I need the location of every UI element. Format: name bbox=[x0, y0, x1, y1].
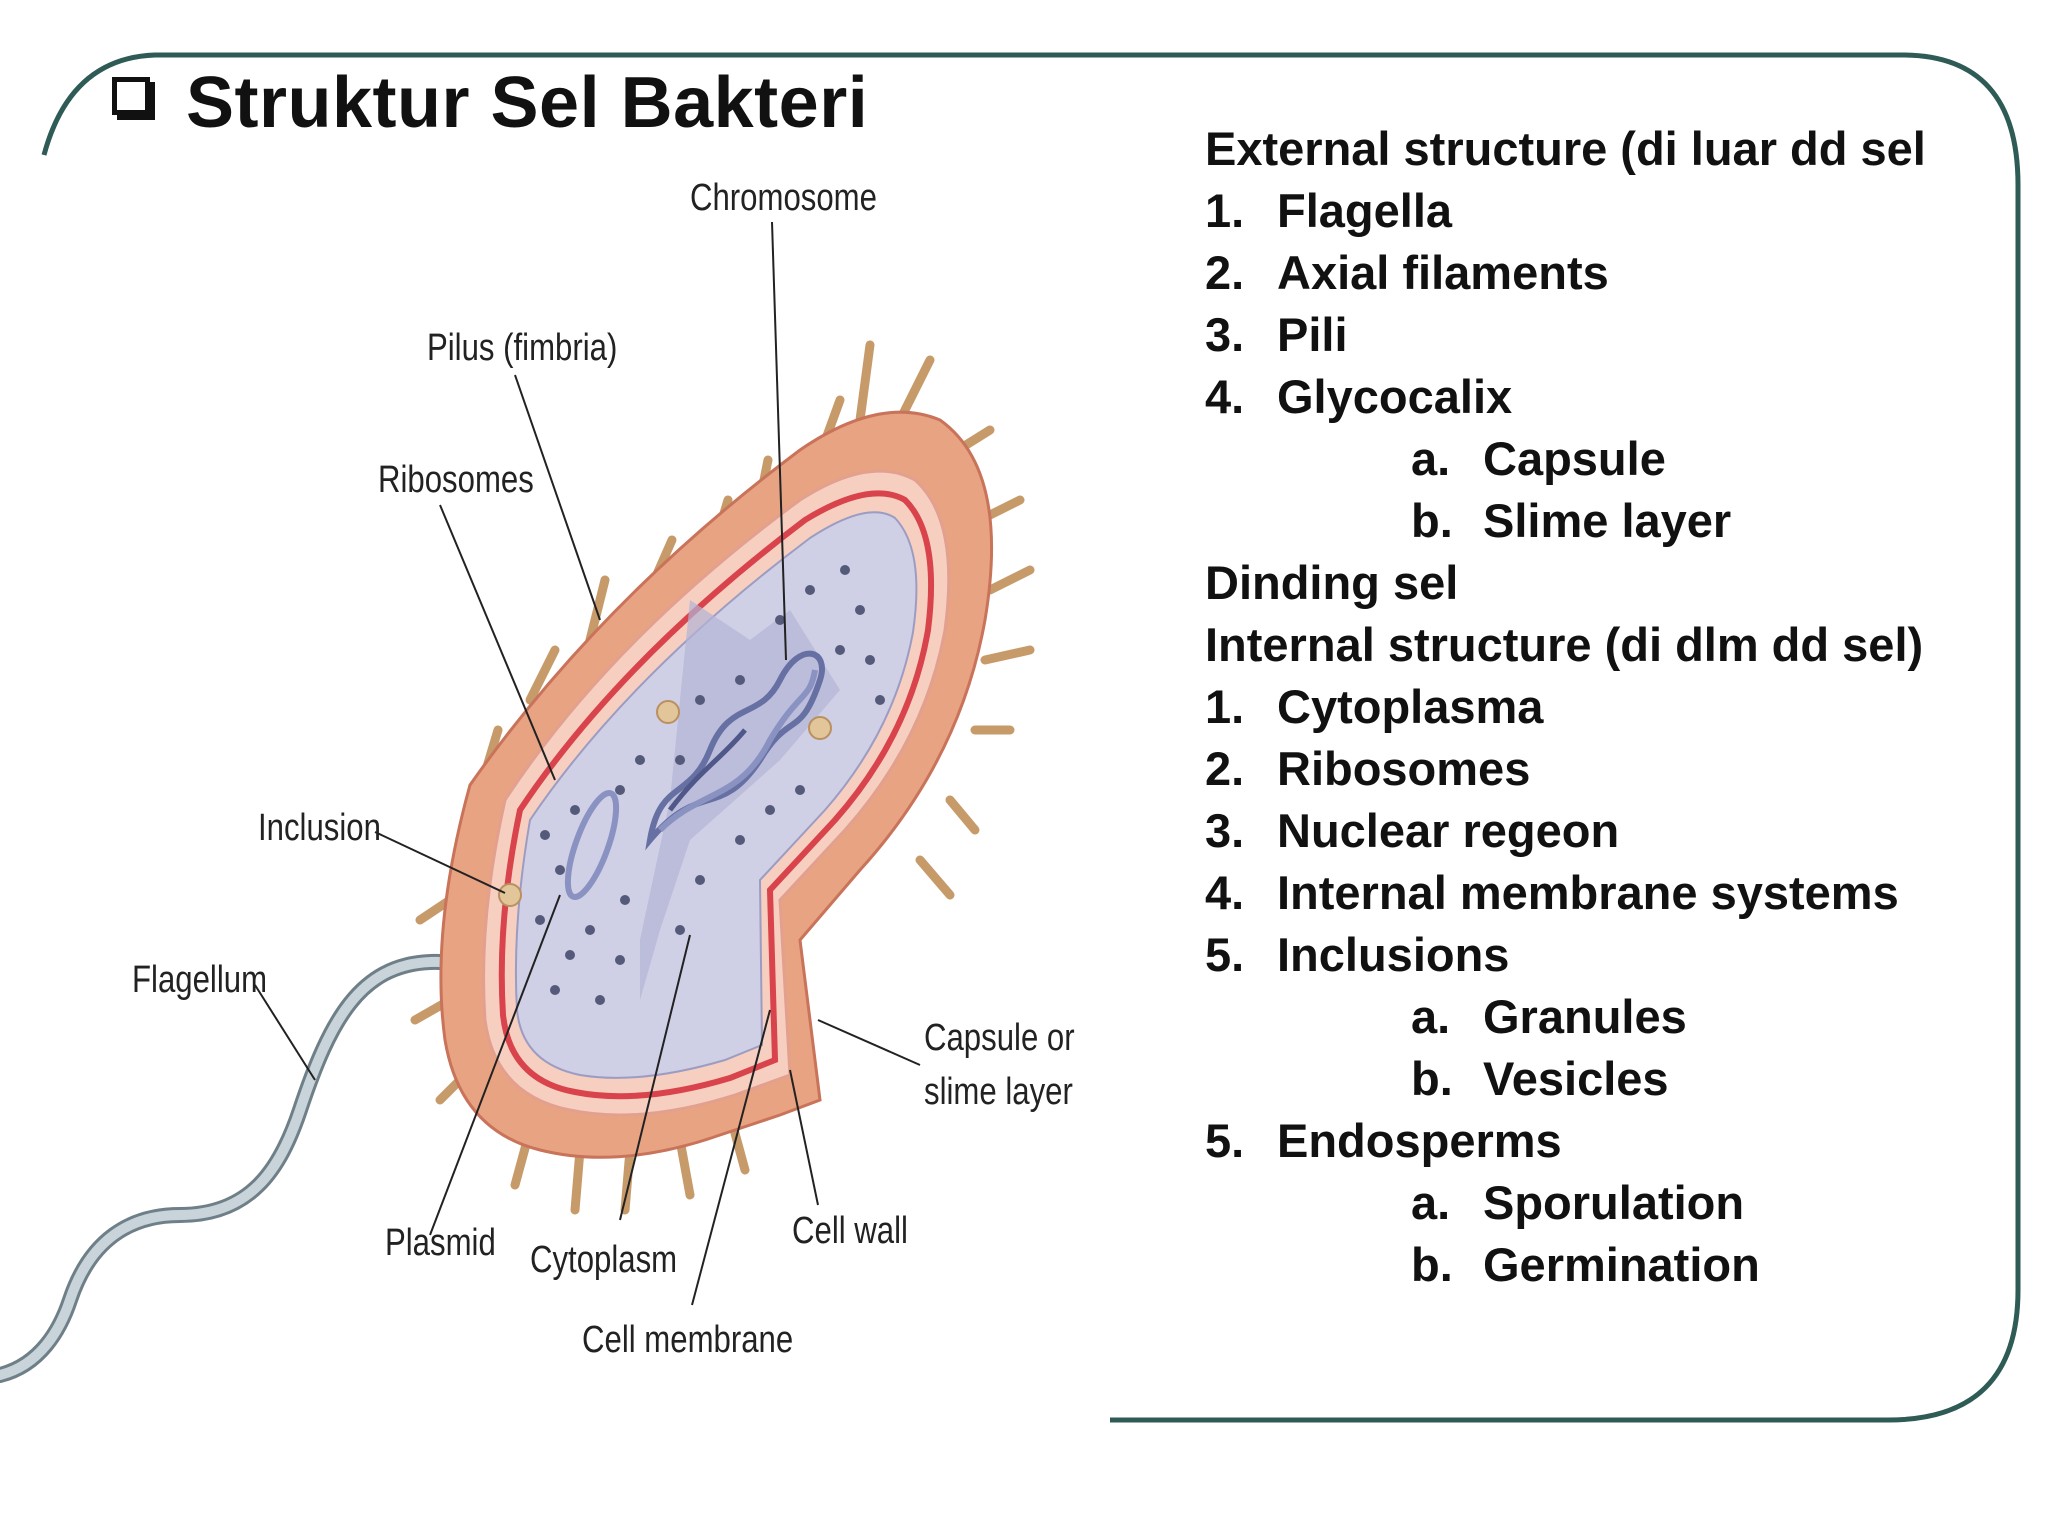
outline-item: Dinding sel bbox=[1205, 552, 2005, 614]
outline-item-text: Germination bbox=[1483, 1238, 1760, 1291]
bacterial-cell-diagram: Chromosome Pilus (fimbria) Ribosomes Inc… bbox=[0, 177, 1075, 1383]
outline-item-number: a. bbox=[1411, 432, 1451, 485]
outline-item-text: Ribosomes bbox=[1277, 742, 1531, 795]
outline-item-text: Granules bbox=[1483, 990, 1687, 1043]
label-flagellum: Flagellum bbox=[132, 959, 267, 1001]
ribosomes bbox=[535, 565, 885, 1005]
outline-item-number: 1. bbox=[1205, 680, 1245, 733]
outline-item-number: b. bbox=[1411, 494, 1453, 547]
cut-face bbox=[640, 600, 840, 1000]
outline-item: 1. Flagella bbox=[1205, 180, 2005, 242]
outline-item-text: Slime layer bbox=[1483, 494, 1732, 547]
outline-subitem: a. Capsule bbox=[1205, 428, 2005, 490]
label-plasmid: Plasmid bbox=[385, 1222, 496, 1264]
outline-item-number: 5. bbox=[1205, 928, 1245, 981]
leader-lines bbox=[254, 221, 921, 1306]
label-cell-wall: Cell wall bbox=[792, 1210, 908, 1252]
outline-item-text: Cytoplasma bbox=[1277, 680, 1544, 733]
outline-item-number: 2. bbox=[1205, 742, 1245, 795]
outline-item-text: Sporulation bbox=[1483, 1176, 1745, 1229]
label-cell-membrane: Cell membrane bbox=[582, 1319, 793, 1361]
outline-item-number: 1. bbox=[1205, 184, 1245, 237]
outline-item-number: 3. bbox=[1205, 804, 1245, 857]
label-cytoplasm: Cytoplasm bbox=[530, 1239, 677, 1281]
outline-item: 5. Inclusions bbox=[1205, 924, 2005, 986]
outline-item-text: Pili bbox=[1277, 308, 1348, 361]
label-pilus: Pilus (fimbria) bbox=[427, 327, 617, 369]
outline-subitem: a. Sporulation bbox=[1205, 1172, 2005, 1234]
inclusion-granule bbox=[656, 700, 680, 724]
label-chromosome: Chromosome bbox=[690, 177, 877, 219]
flagellum bbox=[0, 942, 501, 1383]
outline-item-text: Inclusions bbox=[1277, 928, 1510, 981]
outline-item-text: Dinding sel bbox=[1205, 556, 1459, 609]
outline-subitem: b. Slime layer bbox=[1205, 490, 2005, 552]
outline-item: 5. Endosperms bbox=[1205, 1110, 2005, 1172]
outline-item-text: Flagella bbox=[1277, 184, 1453, 237]
outline-item-text: External structure (di luar dd sel bbox=[1205, 122, 1926, 175]
inclusion-granule bbox=[498, 883, 522, 907]
outline-item: 2. Axial filaments bbox=[1205, 242, 2005, 304]
inclusion-granule bbox=[808, 716, 832, 740]
slide-title: Struktur Sel Bakteri bbox=[112, 62, 868, 144]
outline-item-number: 3. bbox=[1205, 308, 1245, 361]
label-capsule-line1: Capsule or bbox=[924, 1017, 1075, 1059]
outline-item: 1. Cytoplasma bbox=[1205, 676, 2005, 738]
outline-item-number: a. bbox=[1411, 990, 1451, 1043]
label-capsule-line2: slime layer bbox=[924, 1071, 1073, 1113]
outline-item-number: 5. bbox=[1205, 1114, 1245, 1167]
frame-border bbox=[41, 52, 2021, 1423]
outline-item: 4. Glycocalix bbox=[1205, 366, 2005, 428]
outline-item-number: a. bbox=[1411, 1176, 1451, 1229]
label-inclusion: Inclusion bbox=[258, 807, 381, 849]
outline-item-text: Nuclear regeon bbox=[1277, 804, 1620, 857]
outline-item-number: b. bbox=[1411, 1052, 1453, 1105]
slide-title-text: Struktur Sel Bakteri bbox=[186, 63, 869, 143]
structure-outline: External structure (di luar dd sel 1. Flag… bbox=[1205, 118, 2005, 1296]
outline-item-text: Capsule bbox=[1483, 432, 1666, 485]
label-ribosomes: Ribosomes bbox=[378, 459, 534, 501]
outline-item: External structure (di luar dd sel bbox=[1205, 118, 2005, 180]
outline-item: 3. Nuclear regeon bbox=[1205, 800, 2005, 862]
outline-item-number: b. bbox=[1411, 1238, 1453, 1291]
chromosome-icon bbox=[645, 650, 825, 851]
outline-item-text: Vesicles bbox=[1483, 1052, 1669, 1105]
outline-subitem: b. Germination bbox=[1205, 1234, 2005, 1296]
outline-item-text: Axial filaments bbox=[1277, 246, 1609, 299]
outline-item: 3. Pili bbox=[1205, 304, 2005, 366]
outline-item-text: Glycocalix bbox=[1277, 370, 1513, 423]
outline-subitem: a. Granules bbox=[1205, 986, 2005, 1048]
outline-item: 2. Ribosomes bbox=[1205, 738, 2005, 800]
outline-item: 4. Internal membrane systems bbox=[1205, 862, 2005, 924]
outline-item-number: 4. bbox=[1205, 866, 1245, 919]
outline-item-text: Internal membrane systems bbox=[1277, 866, 1899, 919]
plasmid-icon bbox=[564, 790, 620, 900]
checkbox-bullet-icon bbox=[112, 77, 150, 115]
outline-item-text: Endosperms bbox=[1277, 1114, 1562, 1167]
outline-subitem: b. Vesicles bbox=[1205, 1048, 2005, 1110]
outline-item-number: 2. bbox=[1205, 246, 1245, 299]
cell-membrane bbox=[498, 490, 935, 1100]
outline-item: Internal structure (di dlm dd sel) bbox=[1205, 614, 2005, 676]
outline-item-number: 4. bbox=[1205, 370, 1245, 423]
outline-item-text: Internal structure (di dlm dd sel) bbox=[1205, 618, 1924, 671]
